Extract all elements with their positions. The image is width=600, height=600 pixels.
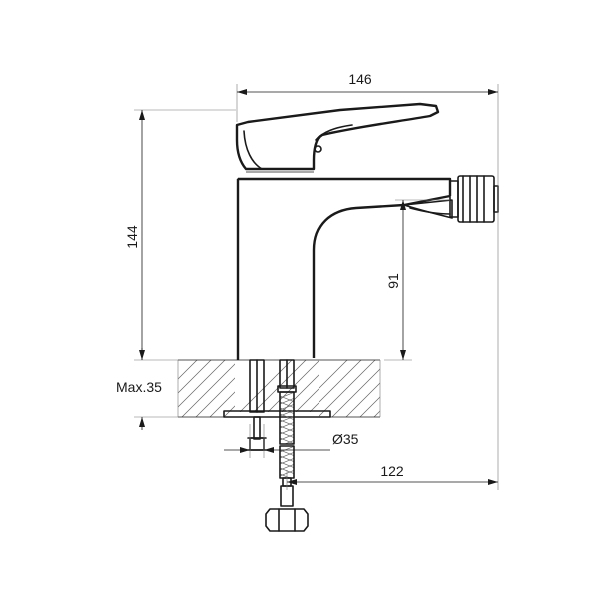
hose-nut xyxy=(265,508,309,532)
side-connector xyxy=(449,175,499,223)
body-column xyxy=(236,177,452,360)
dim-reach-label: 122 xyxy=(380,463,404,479)
dim-width-label: 146 xyxy=(348,71,372,87)
faucet-body xyxy=(235,102,499,360)
dim-height-label: 144 xyxy=(124,225,140,249)
mounting-hardware xyxy=(223,359,331,532)
lever-handle xyxy=(235,102,440,171)
dim-spout-height-label: 91 xyxy=(385,273,401,289)
dim-max-thickness-label: Max.35 xyxy=(116,379,162,395)
mounting-plate xyxy=(223,410,331,418)
dim-hole-diameter-label: Ø35 xyxy=(332,431,359,447)
dimension-lines xyxy=(134,84,499,490)
